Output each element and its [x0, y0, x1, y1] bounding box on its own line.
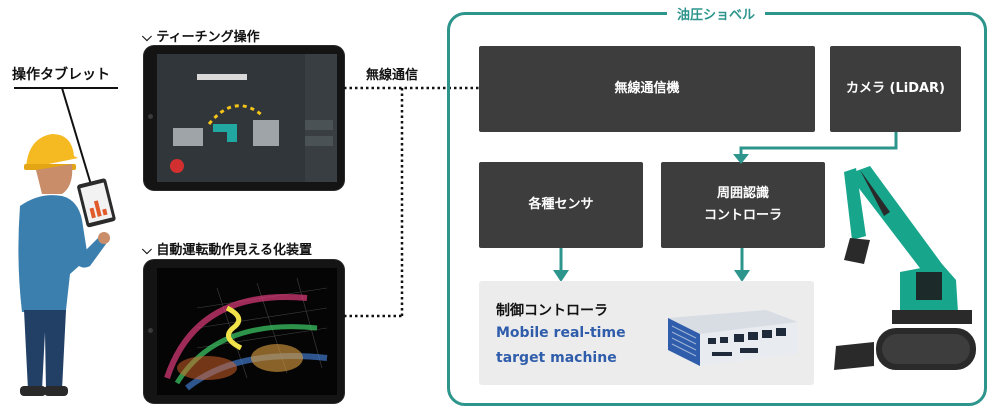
home-button — [148, 328, 153, 333]
teaching-screen — [157, 54, 337, 182]
sensors-label: 各種センサ — [528, 196, 594, 212]
camera-label: カメラ (LiDAR) — [845, 80, 945, 96]
chevron-down-icon: ⌵ — [142, 30, 152, 45]
wireless-comm-label: 無線通信 — [366, 68, 419, 83]
perception-label-line2: コントローラ — [703, 208, 782, 223]
control-controller-title: 制御コントローラ — [496, 303, 608, 319]
perception-label-line1: 周囲認識 — [716, 185, 769, 201]
excavator-panel-title: 油圧ショベル — [667, 4, 766, 23]
teaching-tablet — [144, 46, 344, 190]
control-sub-line2: target machine — [496, 350, 617, 366]
control-sub-line1: Mobile real-time — [496, 325, 626, 341]
perception-controller-box: 周囲認識 コントローラ — [661, 162, 825, 248]
point-cloud-screen — [157, 268, 337, 395]
tablet-operator-label: 操作タブレット — [12, 67, 110, 83]
flow-arrows — [553, 132, 898, 282]
sensors-box: 各種センサ — [479, 162, 643, 248]
wireless-connection-lines — [344, 86, 480, 318]
wireless-unit-box: 無線通信機 — [479, 46, 815, 132]
worker-illustration — [14, 87, 118, 396]
visualization-label: ⌵ 自動運転動作見える化装置 — [142, 243, 313, 258]
teaching-label: ⌵ ティーチング操作 — [142, 30, 260, 45]
visualization-tablet — [144, 260, 344, 403]
camera-box: カメラ (LiDAR) — [830, 46, 961, 132]
industrial-pc-image — [668, 310, 798, 366]
excavator-image — [834, 166, 976, 370]
chevron-down-icon: ⌵ — [142, 243, 152, 258]
home-button — [148, 114, 153, 119]
wireless-unit-label: 無線通信機 — [614, 80, 680, 96]
